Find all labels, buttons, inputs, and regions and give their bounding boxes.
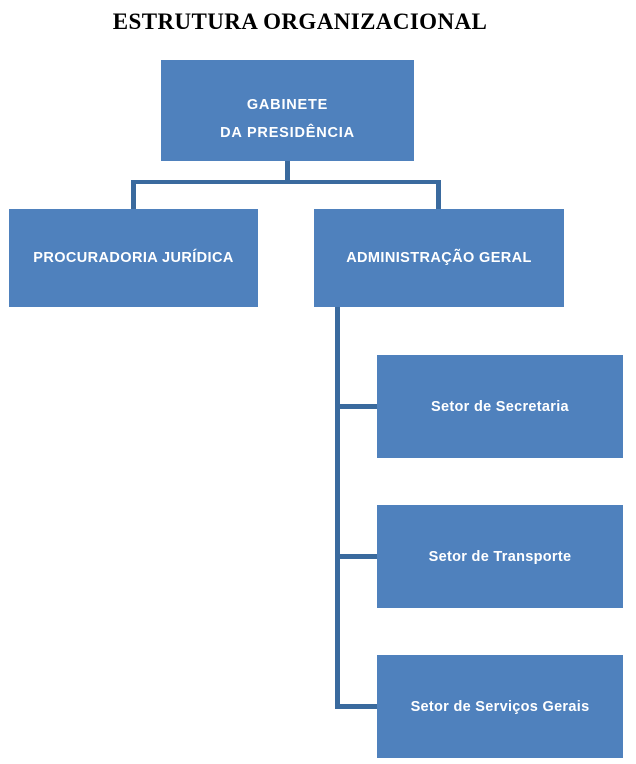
org-node-gabinete-line1: GABINETE [246,96,329,113]
org-node-transporte-label: Setor de Transporte [428,548,572,565]
org-node-procuradoria-juridica[interactable]: PROCURADORIA JURÍDICA [9,209,258,307]
connector-administracao-trunk [335,307,340,708]
page-title: ESTRUTURA ORGANIZACIONAL [112,9,488,34]
org-node-servicos-label: Setor de Serviços Gerais [410,698,590,715]
org-node-gabinete-line2: DA PRESIDÊNCIA [220,124,355,141]
org-node-setor-de-secretaria[interactable]: Setor de Secretaria [377,355,623,458]
connector-gabinete-stem [285,161,290,182]
org-node-administracao-label: ADMINISTRAÇÃO GERAL [346,250,532,266]
org-node-setor-de-servicos-gerais[interactable]: Setor de Serviços Gerais [377,655,623,758]
connector-drop-procuradoria [131,180,136,210]
connector-stub-servicos [335,704,378,709]
org-node-administracao-geral[interactable]: ADMINISTRAÇÃO GERAL [314,209,564,307]
connector-stub-transporte [335,554,378,559]
connector-level2-horizontal-bar [131,180,441,184]
connector-drop-administracao [436,180,441,210]
org-node-setor-de-transporte[interactable]: Setor de Transporte [377,505,623,608]
org-node-gabinete-da-presidencia[interactable]: GABINETE DA PRESIDÊNCIA [161,60,414,161]
connector-stub-secretaria [335,404,378,409]
org-node-procuradoria-label: PROCURADORIA JURÍDICA [33,250,234,266]
org-node-secretaria-label: Setor de Secretaria [431,398,569,415]
